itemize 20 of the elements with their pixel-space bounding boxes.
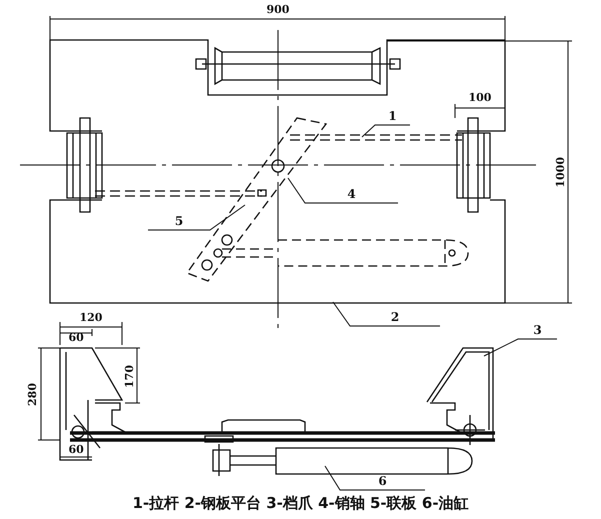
callout-number: 2 xyxy=(350,310,440,326)
dimension-text: 170 xyxy=(124,364,136,388)
dimension-text: 900 xyxy=(266,4,290,16)
callout-number: 4 xyxy=(305,187,398,203)
leader-line xyxy=(362,124,410,138)
leader-line xyxy=(288,178,398,204)
leader-line xyxy=(324,466,426,490)
caption: 1-拉杆 2-钢板平台 3-档爪 4-销轴 5-联板 6-油缸 xyxy=(131,494,470,513)
leader-line xyxy=(332,302,440,326)
dimension-text: 100 xyxy=(468,92,492,104)
dimension-text: 1000 xyxy=(555,156,567,188)
dimension-text: 120 xyxy=(80,312,102,324)
callout-number: 6 xyxy=(340,474,425,490)
dimension-text: 280 xyxy=(27,382,39,406)
leader-line xyxy=(148,204,246,230)
callout-number: 1 xyxy=(375,109,410,125)
leader-line xyxy=(484,338,558,356)
dimension-text: 60 xyxy=(68,444,84,456)
callout-number: 5 xyxy=(148,214,210,230)
callout-number: 3 xyxy=(518,323,557,339)
